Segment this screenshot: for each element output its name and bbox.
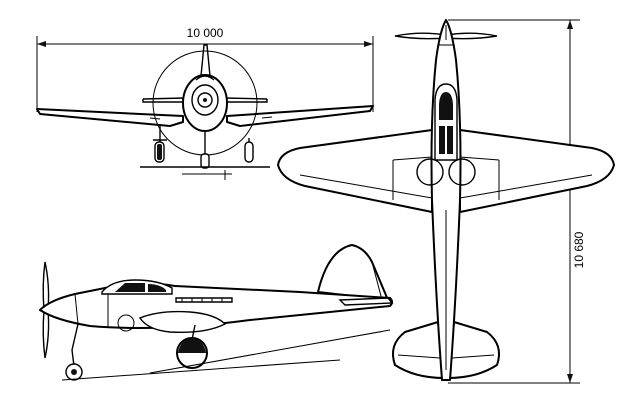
- front-fuselage: [182, 74, 228, 132]
- top-propeller: [394, 32, 498, 40]
- length-arrow-bottom: [567, 374, 573, 383]
- top-radiator-right: [448, 158, 476, 186]
- front-wheel-right: [244, 141, 254, 163]
- side-propeller: [42, 261, 50, 359]
- top-tailplane-left: [392, 321, 445, 379]
- side-view: [39, 244, 394, 381]
- front-cowling: [191, 84, 219, 116]
- top-tailplane-right: [447, 321, 500, 379]
- front-spinner: [197, 92, 213, 108]
- front-wing-left: [36, 108, 184, 127]
- top-view: 10 680: [277, 19, 615, 384]
- wingspan-label: 10 000: [187, 26, 224, 40]
- side-tailplane: [338, 297, 394, 306]
- length-label: 10 680: [572, 231, 586, 268]
- side-ground-line: [61, 359, 341, 381]
- dimension-arrow-left: [37, 41, 46, 47]
- top-wing-right: [459, 129, 615, 213]
- top-radiator-left: [416, 158, 444, 186]
- dimension-arrow-right: [364, 41, 373, 47]
- top-wing-left: [277, 129, 433, 213]
- front-view: 10 000: [36, 26, 374, 180]
- side-ground-angle-line: [149, 329, 391, 374]
- length-arrow-top: [567, 20, 573, 29]
- top-canopy-glazing: [439, 92, 453, 120]
- top-flap-lines: [299, 174, 593, 199]
- front-wing-right: [226, 105, 374, 127]
- front-tailwheel: [200, 153, 210, 169]
- side-tailwheel-strut: [71, 323, 79, 367]
- front-tailplane: [142, 97, 268, 103]
- side-fin: [317, 244, 389, 301]
- front-canopy: [195, 75, 215, 81]
- side-wing-root: [138, 310, 227, 334]
- side-exhaust-stubs: [175, 297, 233, 303]
- side-wheel-well: [117, 314, 135, 332]
- front-fin: [200, 44, 211, 77]
